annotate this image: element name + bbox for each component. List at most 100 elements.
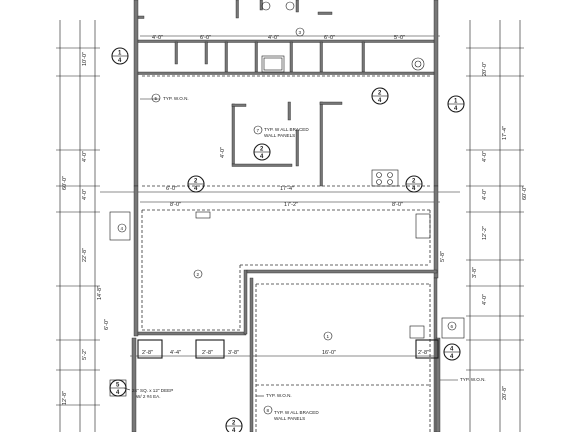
dim-top-3: 4'-0" xyxy=(268,35,279,41)
right-dimensions: 60'-0" 20'-0" 17'-4" 4'-0" 4'-0" 12'-2" … xyxy=(472,62,528,400)
circle-tag-5: 5 xyxy=(151,93,161,103)
dim-mid2-3: 8'-0" xyxy=(392,202,403,208)
note-braced-2-line2: WALL PANELS xyxy=(274,416,305,421)
note-braced-1-line2: WALL PANELS xyxy=(264,133,295,138)
svg-text:2: 2 xyxy=(378,91,382,97)
dim-right-seg-6: 3'-8" xyxy=(472,267,478,278)
svg-text:4: 4 xyxy=(121,226,124,231)
svg-text:6: 6 xyxy=(451,324,454,329)
left-dimensions: 60'-0" 10'-0" 4'-0" 4'-0" 22'-8" 14'-8" … xyxy=(62,52,103,405)
svg-text:8: 8 xyxy=(267,408,270,413)
section-bubble-9: 2 4 xyxy=(225,417,243,435)
dim-right-seg-8: 20'-8" xyxy=(502,386,508,400)
svg-text:2: 2 xyxy=(232,421,236,427)
leader-lines xyxy=(123,98,458,397)
dim-left-seg-3: 4'-0" xyxy=(82,189,88,200)
svg-text:4: 4 xyxy=(412,186,416,192)
dim-low-4: 3'-8" xyxy=(228,350,239,356)
dim-left-seg-7: 12'-8" xyxy=(62,391,68,405)
dim-mid2-2: 17'-2" xyxy=(284,202,298,208)
svg-text:7: 7 xyxy=(257,128,260,133)
note-footing-line1: 24" SQ. x 12" DEEP xyxy=(132,388,173,393)
dim-left-seg-1: 10'-0" xyxy=(82,52,88,66)
note-typ-won-3: TYP. W.O.N. xyxy=(460,377,486,382)
note-footing-line2: W/ 2 #4 EA. xyxy=(136,394,161,399)
svg-text:4: 4 xyxy=(450,347,454,353)
dim-misc-2: 6'-0" xyxy=(104,319,110,330)
dim-top-5: 5'-0" xyxy=(394,35,405,41)
dim-right-seg-2: 17'-4" xyxy=(502,126,508,140)
dim-right-seg-7: 4'-0" xyxy=(482,294,488,305)
svg-text:5: 5 xyxy=(116,383,120,389)
dim-low-2: 4'-4" xyxy=(170,350,181,356)
note-braced-1-line1: TYP. W ALL BRACED xyxy=(264,127,309,132)
svg-text:4: 4 xyxy=(116,390,120,396)
section-bubble-5: 2 4 xyxy=(187,175,205,193)
circle-tag-1: 1 xyxy=(323,331,333,341)
dim-left-seg-4: 22'-8" xyxy=(82,248,88,262)
dim-left-seg-5: 14'-8" xyxy=(97,286,103,300)
svg-text:2: 2 xyxy=(412,179,416,185)
section-bubble-3: 1 4 xyxy=(447,95,465,113)
circle-tag-2: 2 xyxy=(193,269,203,279)
svg-text:4: 4 xyxy=(378,98,382,104)
svg-text:4: 4 xyxy=(118,58,122,64)
dim-misc-3: 4'-0" xyxy=(220,147,226,158)
dim-mid1-2: 17'-4" xyxy=(280,186,294,192)
svg-text:2: 2 xyxy=(260,147,264,153)
dim-left-overall: 60'-0" xyxy=(62,176,68,190)
svg-text:2: 2 xyxy=(197,272,200,277)
exterior-walls xyxy=(131,0,441,433)
dim-misc-1: 5'-8" xyxy=(440,251,446,262)
section-bubble-1: 1 4 xyxy=(111,47,129,65)
lower-row-dimensions: 2'-8" 4'-4" 2'-8" 3'-8" 16'-0" 2'-8" xyxy=(142,350,429,356)
fixtures xyxy=(109,1,465,339)
circle-tag-6: 6 xyxy=(447,321,457,331)
dim-low-1: 2'-8" xyxy=(142,350,153,356)
dim-left-seg-6: 5'-2" xyxy=(82,349,88,360)
dim-mid2-1: 8'-0" xyxy=(170,202,181,208)
svg-text:4: 4 xyxy=(260,154,264,160)
svg-text:5: 5 xyxy=(155,96,158,101)
dim-left-seg-2: 4'-0" xyxy=(82,151,88,162)
circle-tag-4: 4 xyxy=(117,223,127,233)
note-typ-won-2: TYP. W.O.N. xyxy=(266,393,292,398)
circle-tag-8: 8 xyxy=(263,405,273,415)
section-bubble-8: 5 4 xyxy=(109,379,127,397)
dim-right-overall: 60'-0" xyxy=(522,186,528,200)
misc-dimensions: 5'-8" 6'-0" 4'-0" xyxy=(104,147,446,330)
svg-text:4: 4 xyxy=(450,354,454,360)
interior-walls xyxy=(137,0,435,187)
dim-top-2: 6'-0" xyxy=(200,35,211,41)
dimension-lines xyxy=(56,20,524,432)
dim-low-5: 16'-0" xyxy=(322,350,336,356)
section-bubble-4: 2 4 xyxy=(253,143,271,161)
dim-low-6: 2'-8" xyxy=(418,350,429,356)
svg-text:4: 4 xyxy=(232,428,236,432)
circle-tag-7: 7 xyxy=(253,125,263,135)
dim-mid1-1: 6'-0" xyxy=(166,186,177,192)
dim-right-seg-3: 4'-0" xyxy=(482,151,488,162)
dim-right-seg-5: 12'-2" xyxy=(482,226,488,240)
dim-top-4: 6'-0" xyxy=(324,35,335,41)
mid-row-dimensions: 6'-0" 17'-4" 8'-0" 17'-2" 8'-0" xyxy=(166,186,403,208)
circle-tag-3: 3 xyxy=(295,27,305,37)
section-bubble-2: 2 4 xyxy=(371,87,389,105)
dim-right-seg-1: 20'-0" xyxy=(482,62,488,76)
svg-text:4: 4 xyxy=(454,106,458,112)
svg-text:1: 1 xyxy=(118,51,122,57)
dim-top-1: 4'-0" xyxy=(152,35,163,41)
section-bubble-6: 2 4 xyxy=(405,175,423,193)
section-bubble-7: 4 4 xyxy=(443,343,461,361)
dim-low-3: 2'-8" xyxy=(202,350,213,356)
svg-text:2: 2 xyxy=(194,179,198,185)
svg-text:1: 1 xyxy=(454,99,458,105)
note-braced-2-line1: TYP. W ALL BRACED xyxy=(274,410,319,415)
top-row-dimensions: 4'-0" 6'-0" 4'-0" 6'-0" 5'-0" xyxy=(152,35,405,41)
dim-right-seg-4: 4'-0" xyxy=(482,189,488,200)
svg-text:3: 3 xyxy=(299,30,302,35)
svg-text:4: 4 xyxy=(194,186,198,192)
svg-text:1: 1 xyxy=(327,334,330,339)
